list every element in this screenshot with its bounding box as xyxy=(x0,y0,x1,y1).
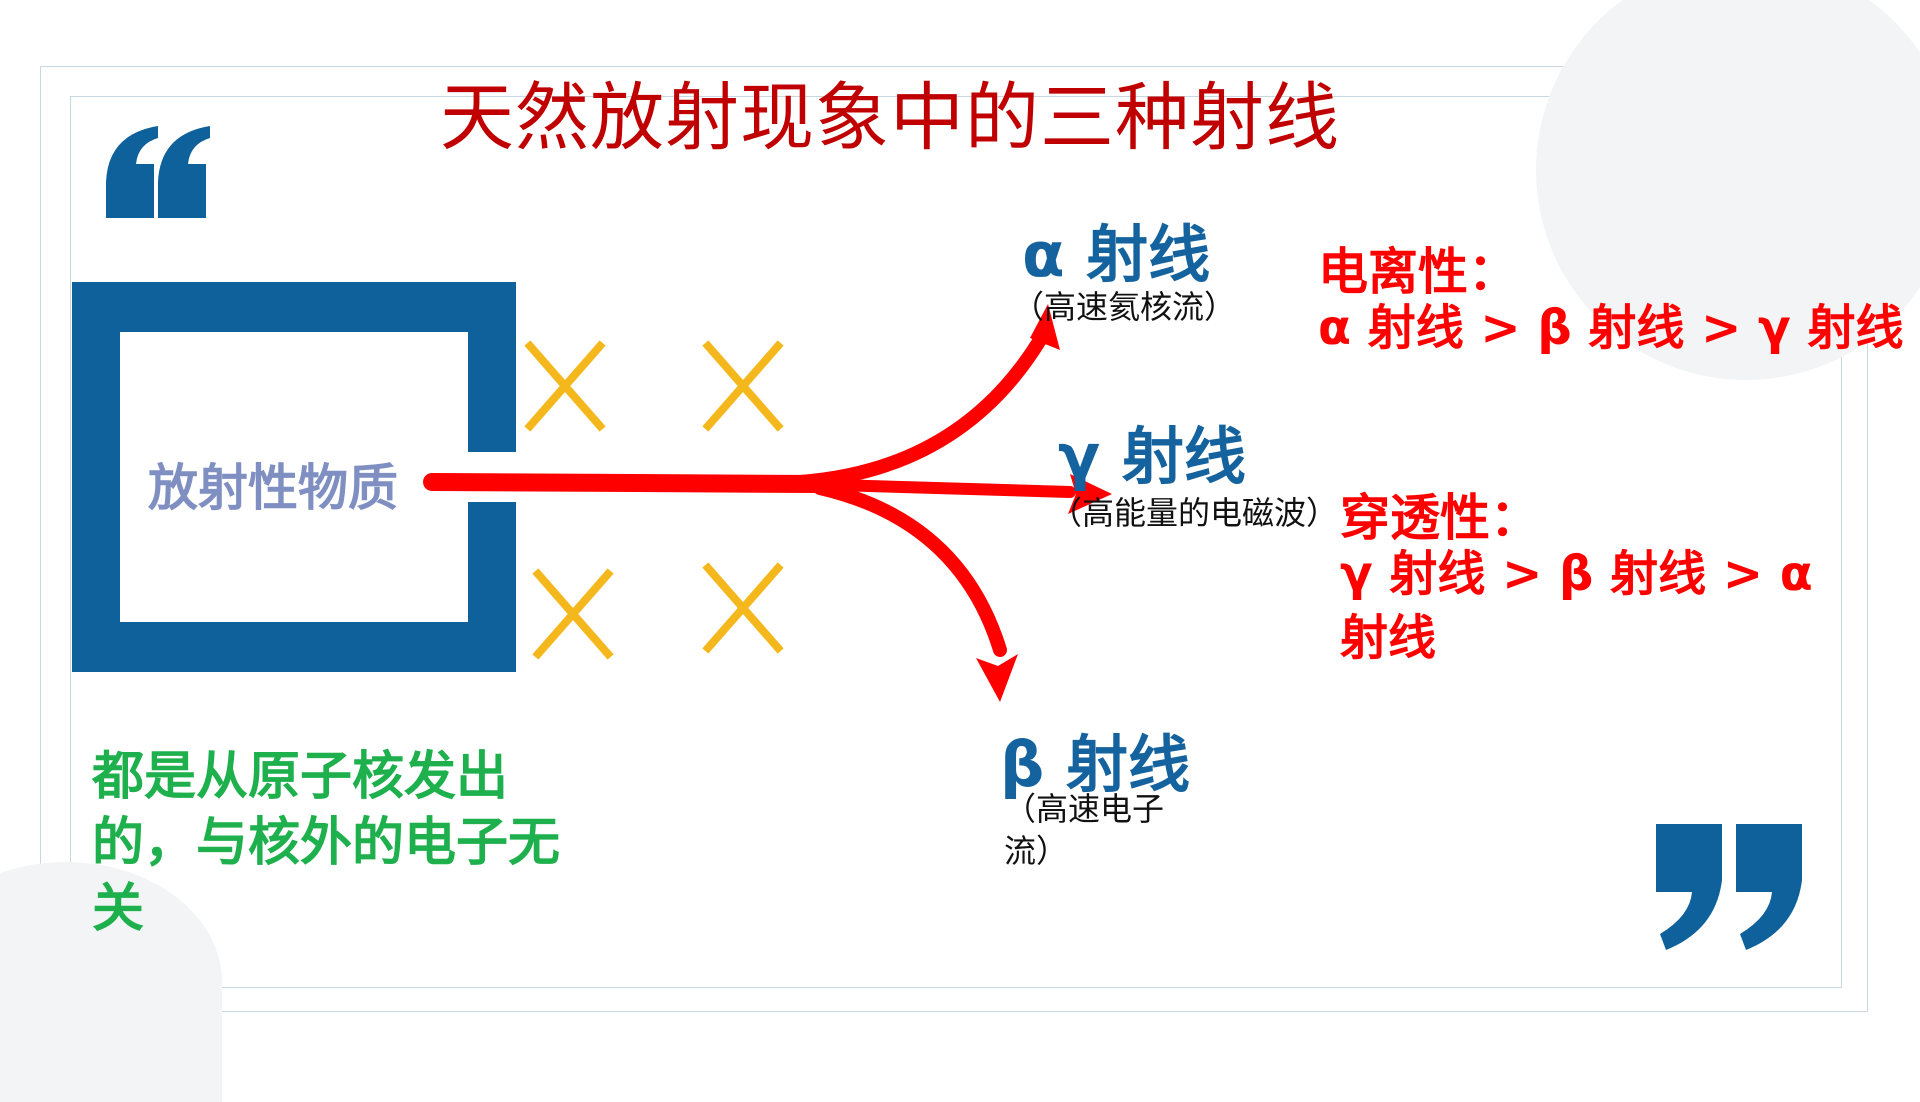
gamma-ray-note: （高能量的电磁波） xyxy=(1050,494,1339,532)
alpha-ray-name: α 射线 xyxy=(1022,218,1211,291)
source-container-interior xyxy=(120,332,468,622)
ray-arrows xyxy=(423,333,1076,657)
alpha-arrow xyxy=(793,333,1047,489)
beta-ray-name: β 射线 xyxy=(1000,728,1190,801)
origin-note: 都是从原子核发出的，与核外的电子无关 xyxy=(92,747,561,939)
gamma-arrow xyxy=(794,478,1076,498)
beta-arrow xyxy=(813,481,1007,657)
page-title: 天然放射现象中的三种射线 xyxy=(440,75,1340,161)
corner-circle-top-right xyxy=(1536,0,1920,380)
beta-arrowhead xyxy=(976,654,1018,702)
main-beam xyxy=(423,473,829,493)
ionization-order: α 射线 > β 射线 > γ 射线 xyxy=(1318,300,1904,356)
gamma-arrowhead xyxy=(1068,474,1112,514)
cross-field-icon xyxy=(524,340,784,660)
penetration-order: γ 射线 > β 射线 > α 射线 xyxy=(1340,546,1813,666)
beta-ray-note: （高速电子流） xyxy=(1004,790,1165,870)
inner-frame xyxy=(70,96,1868,1012)
right-quote-icon xyxy=(1656,824,1802,950)
ionization-heading: 电离性： xyxy=(1318,243,1518,301)
alpha-arrowhead xyxy=(1030,304,1060,350)
penetration-heading: 穿透性： xyxy=(1340,489,1540,547)
source-label: 放射性物质 xyxy=(148,459,398,517)
outer-frame xyxy=(40,66,1842,988)
gamma-ray-name: γ 射线 xyxy=(1058,420,1246,493)
alpha-ray-note: （高速氦核流） xyxy=(1012,288,1237,326)
left-quote-icon xyxy=(106,126,210,218)
